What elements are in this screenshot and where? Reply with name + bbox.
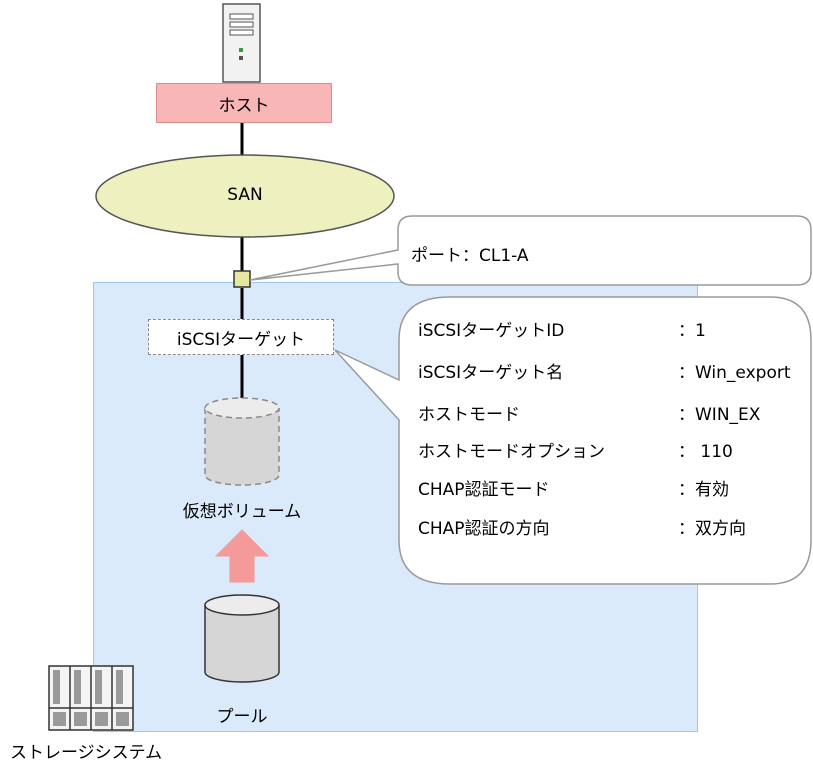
- host-box: ホスト: [156, 83, 332, 123]
- server-icon: [222, 3, 261, 83]
- detail-value-chap-direction: ：双方向: [678, 519, 746, 539]
- detail-value-host-mode-option: ： 110: [678, 442, 733, 462]
- san-ellipse: [95, 154, 395, 238]
- virtual-volume-icon: [204, 397, 280, 486]
- details-callout: [334, 296, 812, 585]
- san-label: SAN: [227, 185, 263, 205]
- storage-system-label: ストレージシステム: [10, 743, 163, 763]
- detail-key-host-mode-option: ホストモードオプション: [418, 442, 605, 462]
- detail-value-target-id: ：1: [678, 321, 706, 341]
- virtual-volume-label: 仮想ボリューム: [182, 502, 302, 522]
- detail-key-chap-direction: CHAP認証の方向: [418, 519, 550, 539]
- pool-label: プール: [216, 707, 268, 727]
- pool-icon: [204, 594, 280, 683]
- up-arrow-icon: [214, 529, 270, 583]
- port-label: ポート：CL1-A: [411, 246, 529, 266]
- detail-key-target-name: iSCSIターゲット名: [418, 363, 564, 383]
- detail-value-host-mode: ：WIN_EX: [678, 405, 761, 425]
- detail-value-target-name: ：Win_export: [678, 363, 791, 383]
- detail-value-chap-mode: ：有効: [678, 480, 729, 500]
- detail-key-chap-mode: CHAP認証モード: [418, 480, 550, 500]
- detail-key-target-id: iSCSIターゲットID: [418, 321, 565, 341]
- port-callout: [249, 215, 812, 286]
- storage-rack-icon: [48, 665, 134, 731]
- iscsi-target-box: iSCSIターゲット: [148, 319, 334, 355]
- iscsi-target-label: iSCSIターゲット: [176, 329, 306, 350]
- detail-key-host-mode: ホストモード: [418, 405, 520, 425]
- port-square: [233, 270, 251, 288]
- host-label: ホスト: [218, 95, 270, 116]
